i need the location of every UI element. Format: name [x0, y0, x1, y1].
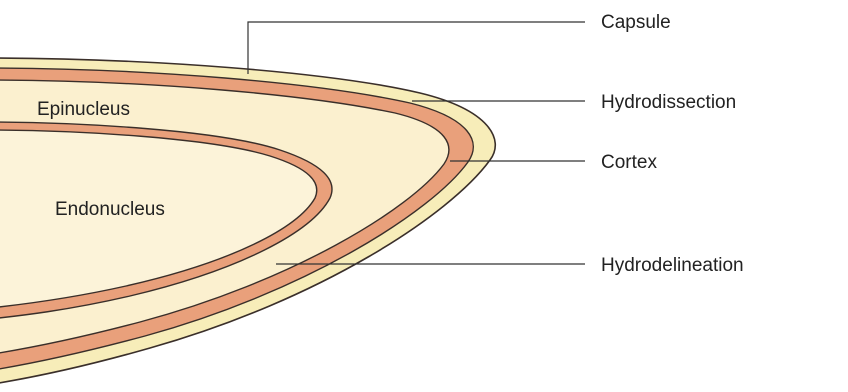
- hydrodelineation-label: Hydrodelineation: [601, 255, 744, 276]
- endonucleus-label: Endonucleus: [55, 199, 165, 220]
- capsule-leader-line: [248, 22, 585, 74]
- capsule-label: Capsule: [601, 12, 671, 33]
- epinucleus-label: Epinucleus: [37, 99, 130, 120]
- hydrodissection-label: Hydrodissection: [601, 92, 736, 113]
- cortex-label: Cortex: [601, 152, 657, 173]
